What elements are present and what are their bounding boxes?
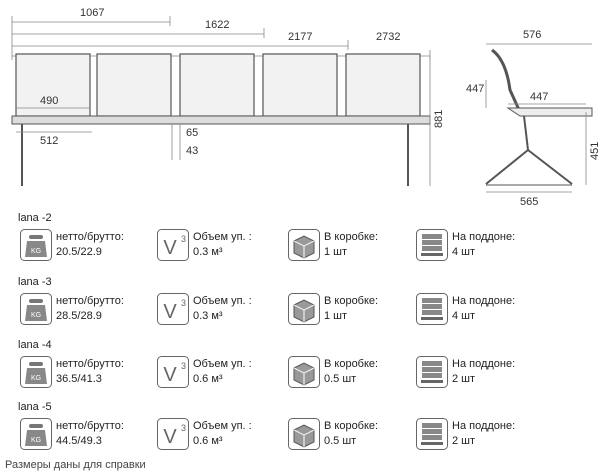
pallet-value: 4 шт — [452, 246, 476, 258]
gap-dim-b: 43 — [186, 145, 198, 157]
svg-text:KG: KG — [31, 312, 41, 319]
svg-text:V: V — [163, 364, 177, 386]
box-value: 1 шт — [324, 310, 348, 322]
box-icon — [288, 293, 320, 325]
weight-kg-icon: KG — [20, 229, 52, 261]
weight-kg-icon: KG — [20, 356, 52, 388]
seat-beam — [11, 115, 431, 125]
height-dim: 881 — [433, 110, 445, 128]
pallet-icon — [416, 418, 448, 450]
pallet-value: 2 шт — [452, 435, 476, 447]
svg-text:3: 3 — [181, 423, 186, 433]
model-name: lana -4 — [18, 339, 52, 351]
seat-depth-dim: 447 — [530, 91, 548, 103]
svg-text:KG: KG — [31, 248, 41, 255]
volume-label: Объем уп. : — [193, 295, 252, 307]
box-value: 0.5 шт — [324, 435, 357, 447]
svg-text:V: V — [163, 237, 177, 259]
weight-value: 28.5/28.9 — [56, 310, 102, 322]
box-label: В коробке: — [324, 358, 379, 370]
back-height-dim: 447 — [466, 83, 484, 95]
box-value: 1 шт — [324, 246, 348, 258]
model-name: lana -2 — [18, 212, 52, 224]
svg-text:3: 3 — [181, 234, 186, 244]
pallet-label: На поддоне: — [452, 295, 516, 307]
base-width-dim: 565 — [520, 196, 538, 208]
model-name: lana -3 — [18, 276, 52, 288]
back-panel — [96, 53, 172, 117]
pallet-icon — [416, 229, 448, 261]
pallet-icon — [416, 356, 448, 388]
back-panel — [15, 53, 91, 117]
seat — [506, 107, 593, 117]
gap-dim-a: 65 — [186, 127, 198, 139]
volume-label: Объем уп. : — [193, 231, 252, 243]
svg-text:KG: KG — [31, 375, 41, 382]
weight-kg-icon: KG — [20, 293, 52, 325]
box-label: В коробке: — [324, 420, 379, 432]
volume-value: 0.3 м³ — [193, 310, 223, 322]
weight-label: нетто/брутто: — [56, 358, 124, 370]
volume-value: 0.6 м³ — [193, 373, 223, 385]
box-icon — [288, 418, 320, 450]
volume-value: 0.3 м³ — [193, 246, 223, 258]
svg-text:V: V — [163, 426, 177, 448]
weight-value: 44.5/49.3 — [56, 435, 102, 447]
pallet-icon — [416, 293, 448, 325]
back-panel — [345, 53, 421, 117]
weight-label: нетто/брутто: — [56, 420, 124, 432]
svg-text:3: 3 — [181, 298, 186, 308]
pallet-label: На поддоне: — [452, 358, 516, 370]
pallet-label: На поддоне: — [452, 420, 516, 432]
back-panel — [262, 53, 338, 117]
svg-text:KG: KG — [31, 437, 41, 444]
width-dim-3: 2177 — [288, 31, 312, 43]
seat-width-dim: 490 — [40, 95, 58, 107]
model-name: lana -5 — [18, 401, 52, 413]
svg-text:V: V — [163, 301, 177, 323]
weight-value: 20.5/22.9 — [56, 246, 102, 258]
width-dim-1: 1067 — [80, 7, 104, 19]
width-dim-2: 1622 — [205, 19, 229, 31]
backrest — [491, 48, 522, 113]
box-icon — [288, 356, 320, 388]
box-value: 0.5 шт — [324, 373, 357, 385]
pallet-value: 4 шт — [452, 310, 476, 322]
front-view: 1067 1622 2177 2732 490 512 65 43 881 — [11, 7, 445, 186]
side-depth-dim: 576 — [523, 29, 541, 41]
seat-height-dim: 451 — [589, 142, 600, 160]
box-label: В коробке: — [324, 231, 379, 243]
box-icon — [288, 229, 320, 261]
pallet-label: На поддоне: — [452, 231, 516, 243]
weight-value: 36.5/41.3 — [56, 373, 102, 385]
weight-label: нетто/брутто: — [56, 231, 124, 243]
box-label: В коробке: — [324, 295, 379, 307]
weight-label: нетто/брутто: — [56, 295, 124, 307]
volume-label: Объем уп. : — [193, 420, 252, 432]
reference-footnote: Размеры даны для справки — [5, 459, 146, 471]
volume-label: Объем уп. : — [193, 358, 252, 370]
technical-drawing: 1067 1622 2177 2732 490 512 65 43 881 57… — [11, 7, 600, 208]
back-panel — [179, 53, 255, 117]
pallet-value: 2 шт — [452, 373, 476, 385]
svg-text:3: 3 — [181, 361, 186, 371]
weight-kg-icon: KG — [20, 418, 52, 450]
leg-offset-dim: 512 — [40, 135, 58, 147]
side-view: 576 447 447 451 565 — [466, 29, 600, 208]
volume-value: 0.6 м³ — [193, 435, 223, 447]
width-dim-4: 2732 — [376, 31, 400, 43]
